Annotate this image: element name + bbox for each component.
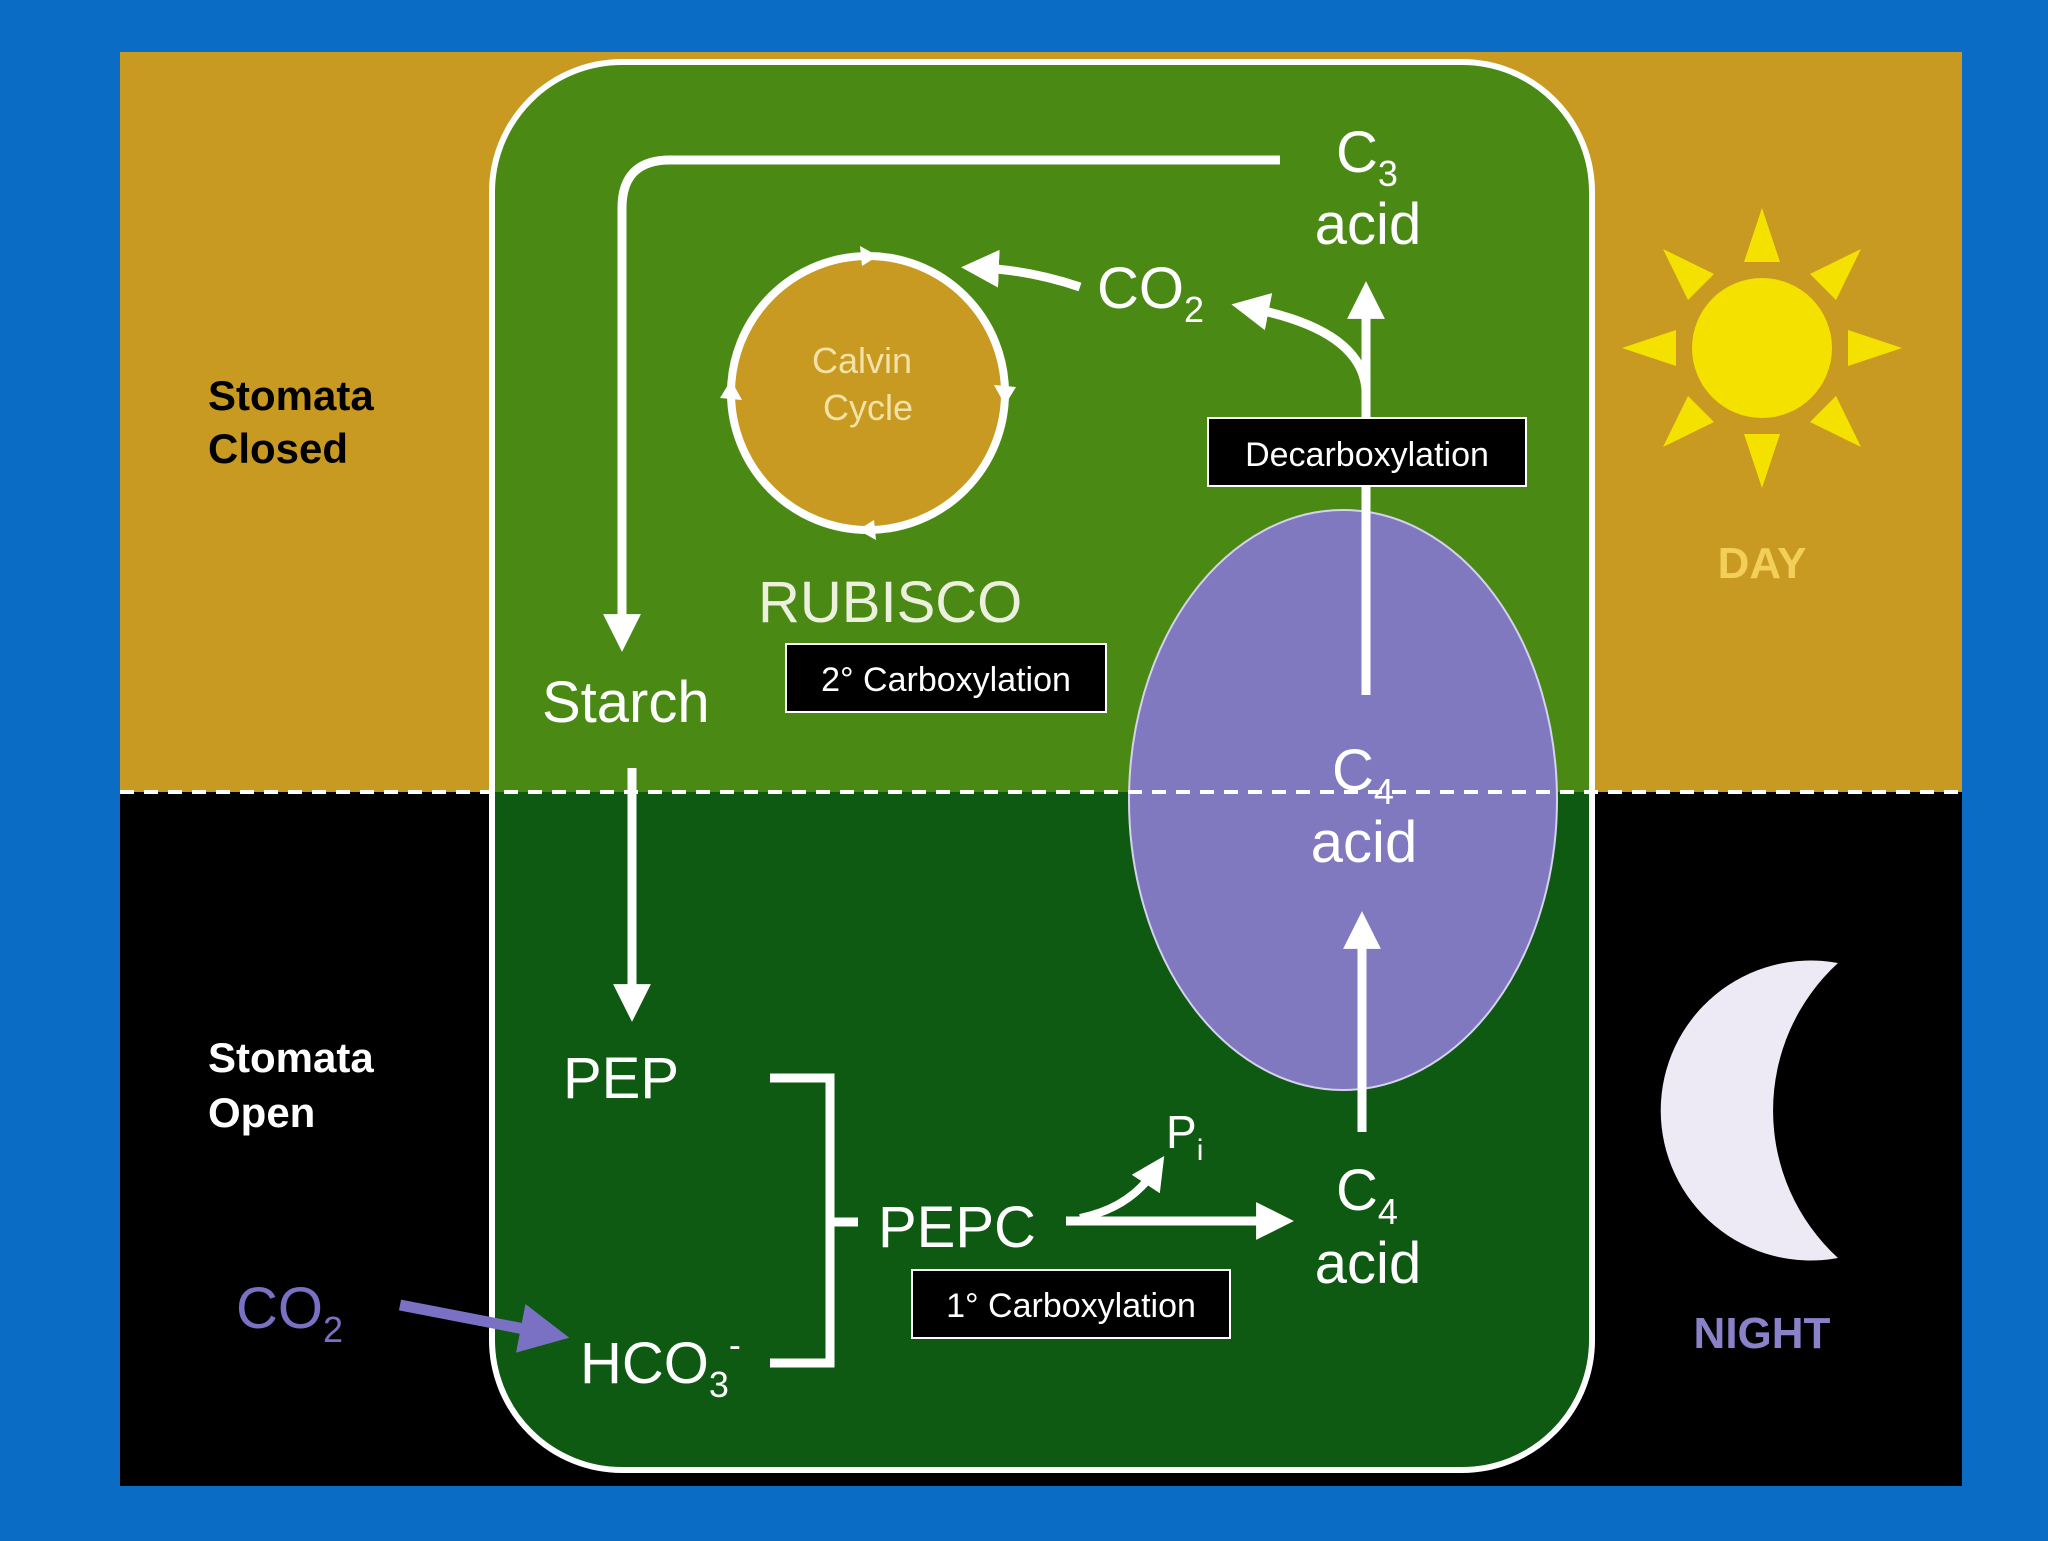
pep-label: PEP — [563, 1046, 679, 1111]
calvin-arrow-left — [720, 380, 742, 400]
co2-top-label: CO2 — [1097, 256, 1204, 330]
c4-acid-bottom-label: C4 — [1336, 1158, 1398, 1232]
moon-icon — [1660, 960, 1838, 1261]
arrow-co2-to-calvin — [961, 249, 1082, 292]
stomata-open-line2: Open — [208, 1089, 315, 1136]
arrow-co2-to-hco3 — [398, 1299, 570, 1353]
c4-acid-vacuole-label: C4 — [1332, 738, 1394, 812]
arrow-decarb-to-co2 — [1231, 293, 1371, 391]
c4-acid-bottom-line2: acid — [1315, 1231, 1421, 1296]
svg-text:1° Carboxylation: 1° Carboxylation — [946, 1287, 1196, 1325]
svg-text:Decarboxylation: Decarboxylation — [1245, 436, 1489, 474]
calvin-arrow-right — [994, 385, 1016, 405]
arrow-pepc-to-pi — [1079, 1155, 1165, 1222]
pepc-label: PEPC — [878, 1195, 1036, 1260]
c4-acid-vacuole-line2: acid — [1311, 810, 1417, 875]
day-label: DAY — [1718, 539, 1807, 588]
decarboxylation-tag: Decarboxylation — [1207, 417, 1527, 487]
vacuole — [1128, 509, 1558, 1091]
primary-carboxylation-tag: 1° Carboxylation — [911, 1269, 1231, 1339]
stomata-closed-line2: Closed — [208, 425, 348, 472]
secondary-carboxylation-tag: 2° Carboxylation — [785, 643, 1107, 713]
svg-text:2° Carboxylation: 2° Carboxylation — [821, 661, 1071, 699]
pi-label: Pi — [1166, 1106, 1203, 1167]
c3-acid-line2: acid — [1315, 192, 1421, 257]
calvin-cycle-label-1: Calvin — [812, 340, 912, 381]
starch-label: Starch — [542, 670, 710, 735]
arrow-c3-to-starch — [603, 155, 1280, 652]
hco3-label: HCO3- — [580, 1324, 741, 1405]
sun-icon — [1622, 208, 1902, 488]
co2-outside-label: CO2 — [236, 1276, 343, 1350]
c3-acid-label: C3 — [1336, 120, 1398, 194]
cell-outline — [489, 59, 1595, 1473]
calvin-arrow-top — [860, 246, 878, 266]
calvin-arrow-bottom — [858, 520, 876, 540]
stomata-closed-line1: Stomata — [208, 372, 374, 419]
bracket-pep-hco3 — [770, 1073, 858, 1368]
night-label: NIGHT — [1694, 1309, 1831, 1358]
stomata-open-line1: Stomata — [208, 1034, 374, 1081]
rubisco-label: RUBISCO — [758, 570, 1022, 635]
calvin-cycle-label-2: Cycle — [823, 387, 913, 428]
